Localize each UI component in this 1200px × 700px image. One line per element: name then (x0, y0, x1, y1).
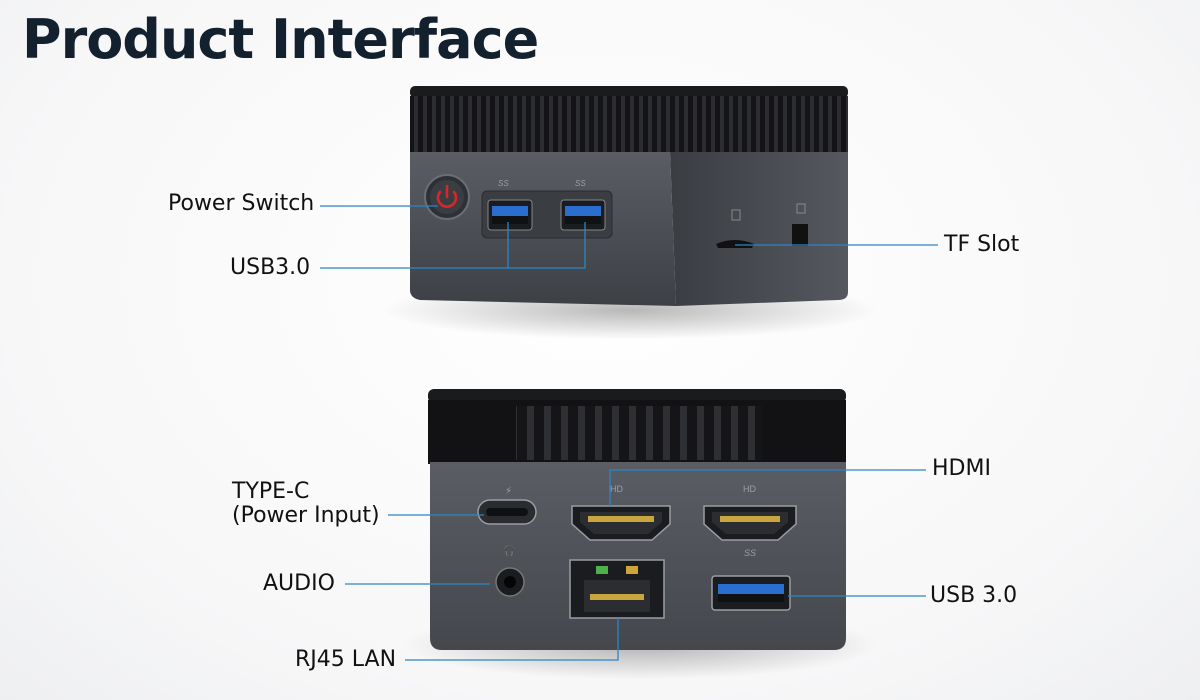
power-button[interactable] (424, 174, 470, 220)
tf-card-slot[interactable] (716, 209, 754, 248)
usb30-rear-port[interactable] (711, 575, 791, 611)
hdmi-label: HDMI (932, 456, 991, 481)
rear-vent-slots (516, 406, 762, 460)
usb30-front-label: USB3.0 (230, 255, 311, 280)
svg-text:⚡: ⚡ (505, 486, 512, 497)
usb30-front-line (320, 222, 586, 269)
svg-text:HD: HD (610, 484, 623, 494)
lock-slot (792, 203, 808, 246)
svg-text:SS: SS (575, 179, 586, 188)
rear-top-cover (428, 389, 846, 403)
usb30-rear-label: USB 3.0 (930, 583, 1018, 608)
hdmi-port-1[interactable] (571, 505, 671, 541)
front-side-face (670, 152, 848, 306)
hdmi-port-2[interactable] (703, 505, 797, 541)
hdmi-line (609, 469, 926, 506)
svg-text:SS: SS (744, 548, 756, 558)
audio-label: AUDIO (263, 571, 335, 596)
svg-text:🎧: 🎧 (503, 544, 515, 557)
rj45-lan-port[interactable] (569, 559, 665, 619)
front-top-cover (410, 86, 848, 98)
power-switch-label: Power Switch (168, 191, 315, 216)
rj45-line (405, 618, 619, 661)
page-title: Product Interface (22, 8, 539, 71)
tf-slot-label: TF Slot (944, 232, 1020, 257)
front-usb-port-1[interactable] (487, 199, 533, 231)
audio-jack[interactable] (495, 567, 525, 597)
type-c-port[interactable] (477, 499, 537, 525)
front-usb-port-2[interactable] (560, 199, 606, 231)
rj45-lan-label: RJ45 LAN (295, 647, 397, 672)
type-c-label-line2: (Power Input) (232, 503, 380, 528)
front-vent-fins (410, 96, 848, 152)
type-c-label-line1: TYPE-C (232, 479, 310, 504)
svg-text:HD: HD (743, 484, 756, 494)
svg-text:SS: SS (498, 179, 509, 188)
